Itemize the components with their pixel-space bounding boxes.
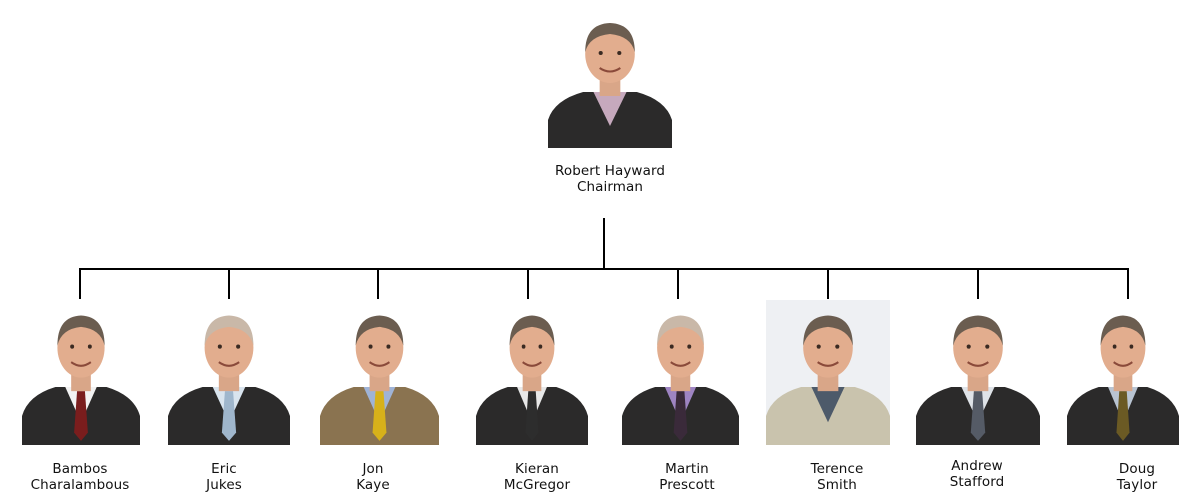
connector-horizontal-bar	[79, 268, 1129, 270]
person-portrait-icon	[168, 315, 290, 445]
person-portrait-icon	[916, 315, 1040, 445]
member-photo	[766, 300, 890, 445]
member-caption: Martin Prescott	[602, 461, 772, 493]
member-last-name: Kaye	[356, 477, 390, 493]
person-portrait-icon	[622, 315, 739, 445]
member-last-name: Stafford	[949, 474, 1005, 490]
chairman-caption: Robert Hayward Chairman	[525, 163, 695, 195]
member-caption: Terence Smith	[752, 461, 922, 493]
connector-drop-7	[1127, 268, 1129, 299]
member-caption: Eric Jukes	[139, 461, 309, 493]
connector-drop-1	[228, 268, 230, 299]
chairman-name: Robert Hayward	[554, 163, 666, 179]
member-photo	[476, 300, 588, 445]
member-last-name: McGregor	[503, 477, 571, 493]
connector-drop-0	[79, 268, 81, 299]
person-portrait-icon	[476, 315, 588, 445]
member-last-name: Jukes	[206, 477, 242, 493]
person-portrait-icon	[320, 315, 439, 445]
member-first-name: Eric	[211, 461, 237, 477]
member-caption: Bambos Charalambous	[0, 461, 165, 493]
member-first-name: Kieran	[515, 461, 559, 477]
connector-chairman-stem	[603, 218, 605, 269]
member-caption: Andrew Stafford	[892, 458, 1062, 490]
member-last-name: Smith	[817, 477, 857, 493]
member-caption: Jon Kaye	[288, 461, 458, 493]
connector-drop-3	[527, 268, 529, 299]
member-first-name: Jon	[362, 461, 384, 477]
person-portrait-icon	[1067, 315, 1179, 445]
member-first-name: Terence	[810, 461, 864, 477]
member-first-name: Martin	[665, 461, 709, 477]
chairman-photo	[548, 8, 672, 148]
member-last-name: Charalambous	[30, 477, 130, 493]
member-caption: Doug Taylor	[1052, 461, 1179, 493]
member-photo	[22, 300, 140, 445]
person-portrait-icon	[548, 23, 672, 148]
person-portrait-icon	[766, 315, 890, 445]
member-photo	[1067, 300, 1179, 445]
member-photo	[168, 300, 290, 445]
chairman-role: Chairman	[576, 179, 644, 195]
member-photo	[320, 300, 439, 445]
member-last-name: Prescott	[659, 477, 715, 493]
connector-drop-6	[977, 268, 979, 299]
member-first-name: Andrew	[951, 458, 1003, 474]
connector-drop-5	[827, 268, 829, 299]
member-photo	[622, 300, 739, 445]
connector-drop-2	[377, 268, 379, 299]
member-photo	[916, 300, 1040, 445]
member-first-name: Doug	[1118, 461, 1156, 477]
member-last-name: Taylor	[1116, 477, 1158, 493]
member-caption: Kieran McGregor	[452, 461, 622, 493]
connector-drop-4	[677, 268, 679, 299]
member-first-name: Bambos	[52, 461, 108, 477]
person-portrait-icon	[22, 315, 140, 445]
